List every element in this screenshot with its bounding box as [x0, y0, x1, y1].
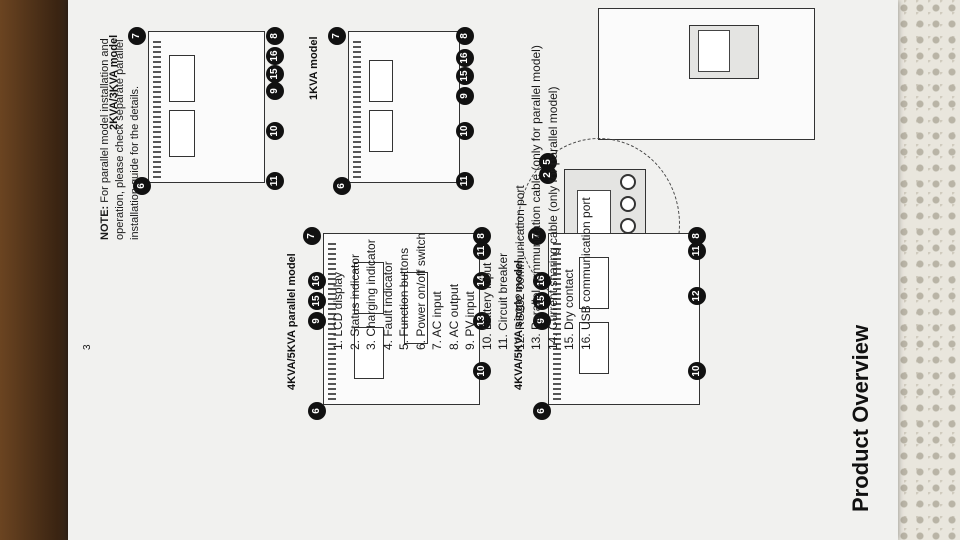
function-button [620, 196, 636, 212]
callout-marker: 7 [328, 27, 346, 45]
list-item: 2. Status indicator [347, 253, 362, 350]
callout-marker: 10 [688, 362, 706, 380]
terminal-block [169, 110, 195, 157]
list-item: 8. AC output [446, 283, 461, 350]
list-item: 14. Current sharing cable (only for para… [545, 86, 560, 350]
callout-marker: 15 [266, 65, 284, 83]
label-4kva-5kva-parallel: 4KVA/5KVA parallel model [286, 253, 298, 390]
list-item: 4. Fault indicator [380, 261, 395, 350]
list-item: 15. Dry contact [562, 269, 576, 350]
list-item: 10. Battery input [479, 262, 494, 350]
callout-marker: 9 [266, 82, 284, 100]
callout-marker: 10 [266, 122, 284, 140]
terminal-block [169, 55, 195, 102]
2-3kva-bottom-panel [148, 31, 265, 183]
callout-marker: 6 [533, 402, 551, 420]
front-control-panel [689, 25, 759, 79]
callout-marker: 6 [308, 402, 326, 420]
diagram-2kva-3kva: 6 7 8 9 10 11 15 16 [128, 20, 288, 195]
list-item: 7. AC input [430, 291, 444, 350]
list-item: 3. Charging indicator [364, 239, 378, 350]
page-number: 3 [82, 344, 93, 350]
callout-marker: 11 [266, 172, 284, 190]
list-item: 13. Parallel communication cable (only f… [529, 45, 543, 350]
label-1kva: 1KVA model [308, 36, 320, 100]
callout-marker: 11 [688, 242, 706, 260]
note-label: NOTE: [99, 205, 111, 240]
inverter-front-view [598, 8, 815, 140]
front-lcd-display [698, 30, 730, 72]
page-title: Product Overview [848, 324, 873, 512]
function-button [620, 174, 636, 190]
list-item: 12. RS232 communication port [512, 185, 527, 350]
callout-marker: 16 [266, 47, 284, 65]
component-list: 1. LCD display 2. Status indicator 3. Ch… [330, 45, 594, 350]
callout-marker: 12 [688, 287, 706, 305]
list-item: 6. Power on/off switch [413, 232, 428, 350]
manual-page: Product Overview 1 2 3 4 5 [68, 0, 898, 540]
callout-marker: 9 [308, 312, 326, 330]
callout-marker: 7 [303, 227, 321, 245]
note-text: NOTE: For parallel model installation an… [98, 10, 143, 240]
list-item: 1. LCD display [331, 271, 345, 350]
list-item: 5. Function buttons [397, 247, 411, 350]
callout-marker: 15 [308, 292, 326, 310]
list-item: 16. USB communication port [578, 197, 593, 350]
list-item: 11. Circuit breaker [496, 252, 510, 350]
callout-marker: 10 [473, 362, 491, 380]
callout-marker: 16 [308, 272, 326, 290]
callout-marker: 8 [456, 27, 474, 45]
vent-slots [153, 38, 161, 178]
list-item: 9. PV input [463, 291, 477, 350]
callout-marker: 8 [266, 27, 284, 45]
